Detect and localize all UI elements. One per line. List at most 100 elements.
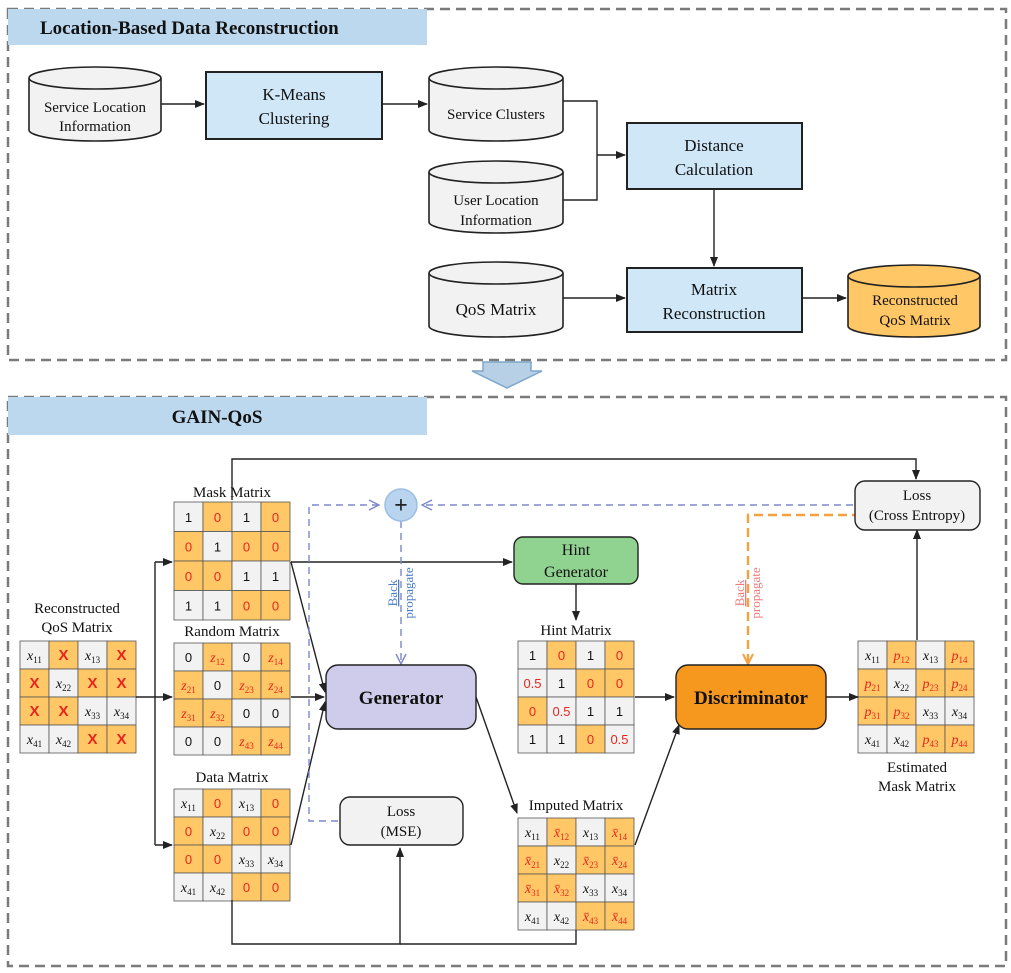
matrix-cell-text: 0 xyxy=(185,734,192,749)
hint-generator-line1: Hint xyxy=(562,542,591,559)
matrix-cell xyxy=(517,668,548,698)
matrix-cell-text: x13 xyxy=(922,649,939,665)
matrix-cell-text: 1 xyxy=(529,648,536,663)
loss-mse-line2: (MSE) xyxy=(381,824,422,840)
bottom-section-title: GAIN-QoS xyxy=(172,407,263,428)
hint-matrix-label: Hint Matrix xyxy=(540,623,612,639)
matrix-cell xyxy=(260,726,291,756)
matrix-cell xyxy=(202,726,233,756)
matrix-cell xyxy=(260,816,291,846)
matrix-cell-text: p44 xyxy=(951,733,969,749)
matrix-cell-text: x34 xyxy=(267,853,284,869)
bottom-section-frame xyxy=(6,395,1008,968)
matrix-cell xyxy=(260,872,291,902)
matrix-cell-text: 0 xyxy=(243,539,250,554)
matrix-cell xyxy=(517,724,548,754)
backprop-blue-line1: Back xyxy=(385,579,400,606)
matrix-cell xyxy=(517,901,548,931)
matrix-cell-text: X xyxy=(116,647,126,664)
matrix-cell-text: 0 xyxy=(272,880,279,895)
backprop-orange-line1: Back xyxy=(732,579,747,606)
matrix-cell-text: x̄32 xyxy=(553,882,569,898)
matrix-cell-text: 0 xyxy=(587,676,594,691)
matrix-cell-text: 0 xyxy=(529,704,536,719)
matrix-cell xyxy=(857,696,888,726)
loss-ce-line2: (Cross Entropy) xyxy=(869,508,965,524)
matrix-cell-text: 0 xyxy=(214,796,221,811)
matrix-cell-text: p21 xyxy=(864,677,881,693)
matrix-cell-text: 0 xyxy=(272,510,279,525)
matrix-cell-text: z32 xyxy=(209,707,224,723)
matrix-cell xyxy=(915,640,946,670)
matrix-cell-text: z44 xyxy=(267,735,283,751)
qos-matrix-label: QoS Matrix xyxy=(456,300,537,319)
matrix-cell xyxy=(231,531,262,562)
matrix-cell-text: x34 xyxy=(113,705,130,721)
matrix-cell xyxy=(260,670,291,700)
reconstructed-matrix-label-1: Reconstructed xyxy=(34,601,120,617)
matrix-cell-text: 0 xyxy=(272,539,279,554)
matrix-cell-text: 0 xyxy=(185,569,192,584)
matrix-cell-text: z23 xyxy=(238,679,254,695)
matrix-cell-text: x13 xyxy=(582,826,599,842)
generator-backprop-lines xyxy=(308,505,853,822)
matrix-cell xyxy=(857,668,888,698)
kmeans-line1: K-Means xyxy=(262,85,325,104)
matrix-cell-text: 1 xyxy=(214,598,221,613)
matrix-cell-text: 0 xyxy=(243,598,250,613)
discriminator-label: Discriminator xyxy=(694,688,809,709)
imputed-matrix-label: Imputed Matrix xyxy=(529,798,624,814)
matrix-cell-text: 0 xyxy=(185,539,192,554)
matrix-cell-text: x̄43 xyxy=(582,910,599,926)
matrix-cell-text: x41 xyxy=(180,881,196,897)
section-transition-arrow xyxy=(471,361,543,389)
matrix-cell-text: x22 xyxy=(553,854,569,870)
matrix-cell-text: 1 xyxy=(185,510,192,525)
matrix-cell-text: 0 xyxy=(558,648,565,663)
matrix-cell-text: 0 xyxy=(587,732,594,747)
matrix-cell xyxy=(260,844,291,874)
matrix-cell xyxy=(106,640,137,670)
matrix-cell xyxy=(604,901,635,931)
matrix-cell-text: 1 xyxy=(243,510,250,525)
matrix-cell-text: 0 xyxy=(243,880,250,895)
matrix-cell-text: x34 xyxy=(951,705,968,721)
matrix-cell-text: 0 xyxy=(214,569,221,584)
matrix-cell-text: 0 xyxy=(243,650,250,665)
matrix-cell-text: x11 xyxy=(180,797,196,813)
hint-generator-line2: Generator xyxy=(544,564,609,581)
matrix-cell-text: x13 xyxy=(84,649,101,665)
matrix-cell-text: x42 xyxy=(209,881,225,897)
matrix-cell xyxy=(77,668,108,698)
matrix-cell xyxy=(48,696,79,726)
matrix-cell-text: 0 xyxy=(214,678,221,693)
matrix-cell-text: p23 xyxy=(922,677,940,693)
matrix-cell-text: z21 xyxy=(180,679,195,695)
matrix-cell-text: 1 xyxy=(558,732,565,747)
service-location-line2: Information xyxy=(59,119,131,135)
matrix-cell-text: 0 xyxy=(243,706,250,721)
matrix-cell-text: x22 xyxy=(55,677,71,693)
matrix-cell-text: X xyxy=(116,731,126,748)
matrix-cell xyxy=(202,670,233,700)
matrix-cell-text: x33 xyxy=(922,705,939,721)
matrix-cell xyxy=(604,640,635,670)
matrix-cell-text: X xyxy=(58,647,68,664)
matrix-cell xyxy=(944,668,975,698)
estimated-matrix-label-1: Estimated xyxy=(887,760,947,776)
user-location-line2: Information xyxy=(460,213,532,229)
qos-matrix-cylinder: QoS Matrix xyxy=(428,261,564,338)
matrix-cell xyxy=(260,788,291,818)
matrix-cell xyxy=(604,668,635,698)
matrix-cell-text: x̄23 xyxy=(582,854,599,870)
matrix-cell xyxy=(202,590,233,621)
top-section-frame xyxy=(6,7,1008,362)
matrix-cell xyxy=(231,501,262,532)
matrix-cell-text: x̄12 xyxy=(553,826,569,842)
service-location-line1: Service Location xyxy=(44,100,147,116)
random-matrix-label: Random Matrix xyxy=(184,624,280,640)
matrix-cell-text: x̄24 xyxy=(611,854,628,870)
hint-generator-box: Hint Generator xyxy=(513,536,639,585)
